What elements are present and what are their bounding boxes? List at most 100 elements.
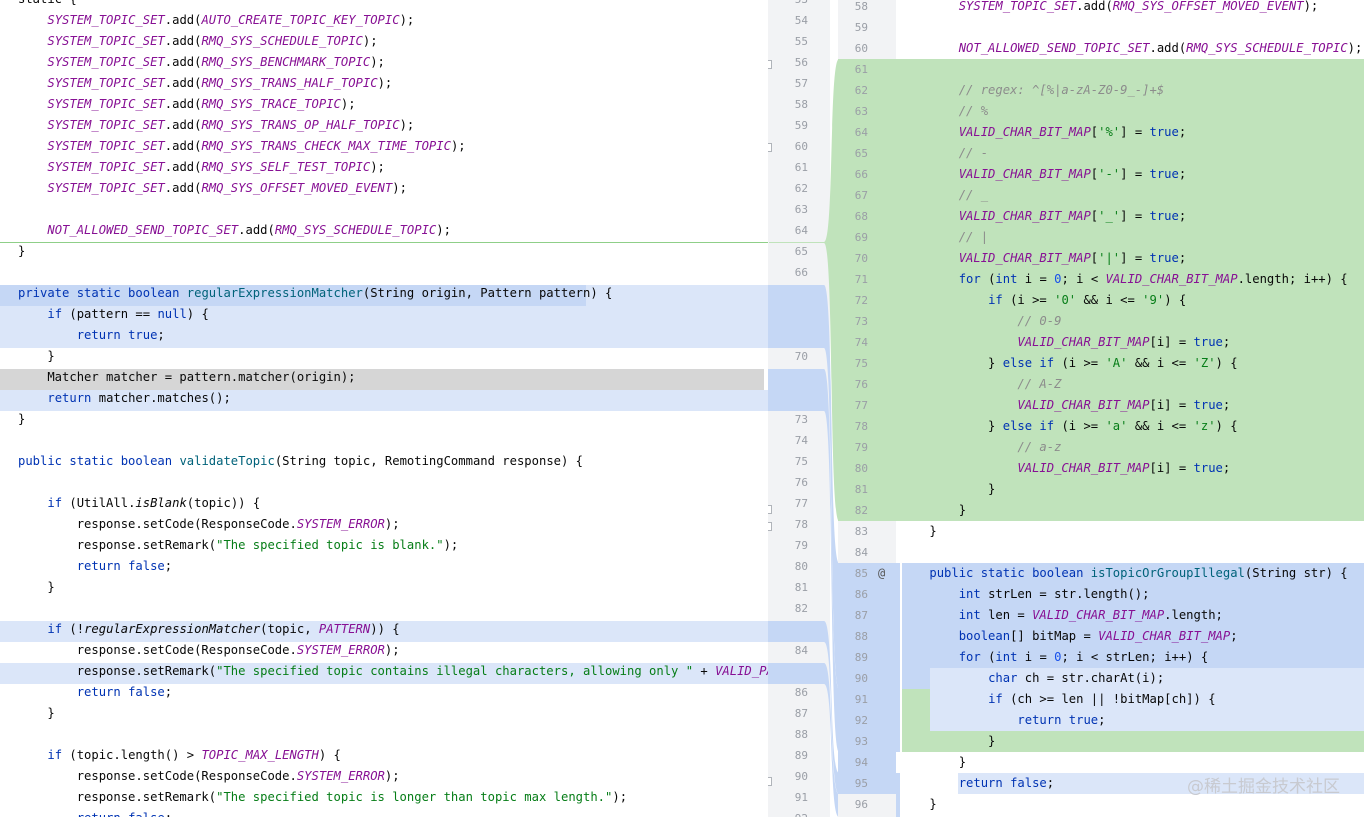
code-token: "The specified topic contains illegal ch… <box>216 664 694 678</box>
line-number: 75 <box>794 455 808 468</box>
code-token: if <box>988 692 1011 706</box>
line-number: 90 <box>854 672 868 685</box>
code-token: [ <box>1090 125 1099 139</box>
code-token: ; <box>1222 335 1231 349</box>
left-editor-pane[interactable]: static { SYSTEM_TOPIC_SET.add(AUTO_CREAT… <box>0 0 768 817</box>
code-token <box>18 223 47 237</box>
code-token: ); <box>362 34 378 48</box>
line-number: 84 <box>854 546 868 559</box>
code-line: // _ <box>900 185 988 206</box>
code-token: Matcher matcher = pattern.matcher(origin… <box>18 370 356 384</box>
code-token <box>18 685 77 699</box>
line-number: 79 <box>794 539 808 552</box>
code-token: // regex: ^[%|a-zA-Z0-9_-]+$ <box>900 83 1165 97</box>
code-token: RMQ_SYS_SCHEDULE_TOPIC <box>201 34 363 48</box>
code-token <box>900 272 959 286</box>
code-token: + <box>693 664 716 678</box>
fold-marker-icon <box>768 60 772 69</box>
code-token: VALID_CHAR_BIT_MAP <box>958 167 1091 181</box>
code-line: } else if (i >= 'A' && i <= 'Z') { <box>900 353 1238 374</box>
line-number: 75 <box>854 357 868 370</box>
code-token: ); <box>392 181 407 195</box>
line-number: 61 <box>794 161 808 174</box>
code-token: return true <box>1017 713 1099 727</box>
code-token: (! <box>69 622 85 636</box>
code-token: SYSTEM_TOPIC_SET <box>47 34 165 48</box>
code-token: ] = <box>1120 209 1150 223</box>
code-token: [i] = <box>1149 335 1194 349</box>
line-number: 62 <box>794 182 808 195</box>
line-number: 89 <box>854 651 868 664</box>
code-token: .add( <box>164 34 202 48</box>
code-token: ; <box>1178 167 1187 181</box>
code-token: ) { <box>1215 356 1238 370</box>
code-token: ] = <box>1120 125 1150 139</box>
code-token <box>18 328 77 342</box>
code-token: [ <box>1090 251 1099 265</box>
code-token: .add( <box>164 139 202 153</box>
code-token: response.setCode(ResponseCode. <box>18 517 297 531</box>
code-token: (String origin, Pattern pattern) { <box>362 286 613 300</box>
line-number: 89 <box>794 749 808 762</box>
code-token: if <box>47 307 70 321</box>
code-token <box>18 160 47 174</box>
code-token: response.setRemark( <box>18 538 217 552</box>
code-token: else if <box>1002 419 1062 433</box>
code-token: RMQ_SYS_TRANS_CHECK_MAX_TIME_TOPIC <box>201 139 451 153</box>
code-token: (pattern == <box>69 307 158 321</box>
code-token: RMQ_SYS_SCHEDULE_TOPIC <box>274 223 437 237</box>
code-token: validateTopic <box>179 454 275 468</box>
line-number: 63 <box>794 203 808 216</box>
line-number: 58 <box>854 0 868 13</box>
code-token: ); <box>443 538 459 552</box>
line-number: 82 <box>854 504 868 517</box>
code-token <box>900 608 959 622</box>
code-token: PATTERN <box>318 622 371 636</box>
code-line: if (ch >= len || !bitMap[ch]) { <box>900 689 1216 710</box>
code-token <box>18 118 47 132</box>
code-token: ; <box>164 685 173 699</box>
line-number: 77 <box>854 399 868 412</box>
code-token: response.setCode(ResponseCode. <box>18 643 297 657</box>
code-line: SYSTEM_TOPIC_SET.add(RMQ_SYS_OFFSET_MOVE… <box>18 178 407 199</box>
code-token: } <box>900 419 1003 433</box>
code-line: VALID_CHAR_BIT_MAP['-'] = true; <box>900 164 1187 185</box>
line-number: 92 <box>795 808 808 817</box>
code-line: boolean[] bitMap = VALID_CHAR_BIT_MAP; <box>900 626 1238 647</box>
code-token <box>18 496 47 510</box>
code-token: if <box>47 496 70 510</box>
right-editor-pane[interactable]: SYSTEM_TOPIC_SET.add(RMQ_SYS_OFFSET_MOVE… <box>896 0 1364 817</box>
code-token: true <box>1149 125 1179 139</box>
code-token: ; <box>1178 251 1187 265</box>
line-number: 55 <box>794 35 808 48</box>
line-number: 73 <box>794 413 808 426</box>
code-token: (ch >= len || !bitMap[ch]) { <box>1010 692 1216 706</box>
code-token <box>900 692 988 706</box>
code-line: return false; <box>18 808 172 817</box>
code-token: VALID_CHAR_BIT_MAP <box>958 125 1091 139</box>
code-line: return false; <box>900 773 1054 794</box>
code-token: (i >= <box>1010 293 1055 307</box>
code-token <box>900 629 959 643</box>
line-number: 84 <box>794 644 808 657</box>
code-line: } <box>18 409 25 430</box>
code-token: len = <box>988 608 1033 622</box>
code-line: SYSTEM_TOPIC_SET.add(AUTO_CREATE_TOPIC_K… <box>18 10 414 31</box>
code-token: else if <box>1002 356 1062 370</box>
code-token: SYSTEM_ERROR <box>296 643 385 657</box>
code-token: isTopicOrGroupIllegal <box>1090 566 1245 580</box>
line-number: 59 <box>854 21 868 34</box>
changed-line-bg <box>930 668 1364 689</box>
code-token: for <box>958 650 989 664</box>
code-token <box>900 650 959 664</box>
code-token: && i <= <box>1127 356 1194 370</box>
left-gap-marker <box>0 242 768 243</box>
code-token: RMQ_SYS_SCHEDULE_TOPIC <box>1186 41 1348 55</box>
code-token: int <box>958 608 989 622</box>
code-token <box>900 0 959 13</box>
code-token <box>18 748 47 762</box>
line-number: 81 <box>794 581 808 594</box>
code-line: response.setCode(ResponseCode.SYSTEM_ERR… <box>18 766 400 787</box>
code-token: ; <box>1222 461 1231 475</box>
changed-line-bg <box>0 285 586 306</box>
